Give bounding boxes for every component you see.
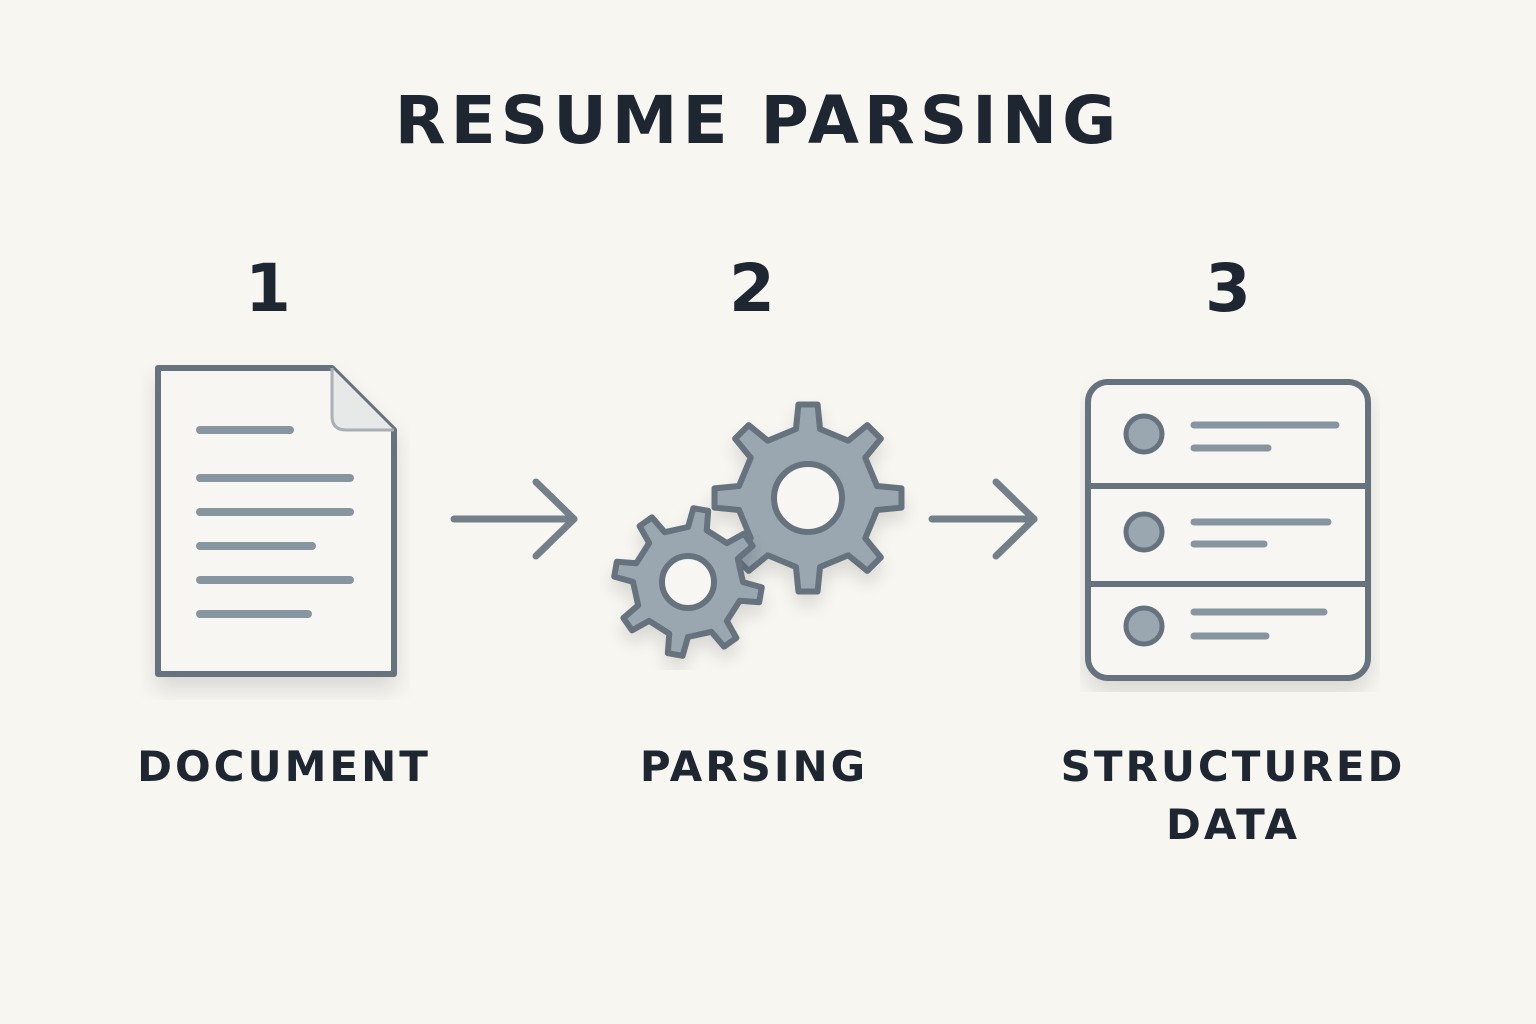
document-icon xyxy=(155,365,397,677)
step-number-1: 1 xyxy=(245,250,291,327)
gear-hole xyxy=(659,553,717,611)
step-number-3: 3 xyxy=(1205,250,1251,327)
gears-icon xyxy=(611,401,905,659)
large-gear-icon xyxy=(711,401,905,595)
step-label-structured-data: STRUCTURED DATA xyxy=(1023,738,1443,854)
step-label-parsing: PARSING xyxy=(639,742,869,791)
step-label-document: DOCUMENT xyxy=(137,742,431,791)
step-label-line: STRUCTURED xyxy=(1060,742,1406,791)
small-gear-icon xyxy=(611,505,765,659)
arrow-right-icon xyxy=(450,478,578,560)
structured-data-icon xyxy=(1085,379,1371,681)
step-number-2: 2 xyxy=(729,250,775,327)
arrow-right-icon xyxy=(928,478,1038,560)
gear-hole xyxy=(771,461,845,535)
diagram-title: RESUME PARSING xyxy=(394,82,1122,159)
step-label-line: DATA xyxy=(1165,800,1300,849)
